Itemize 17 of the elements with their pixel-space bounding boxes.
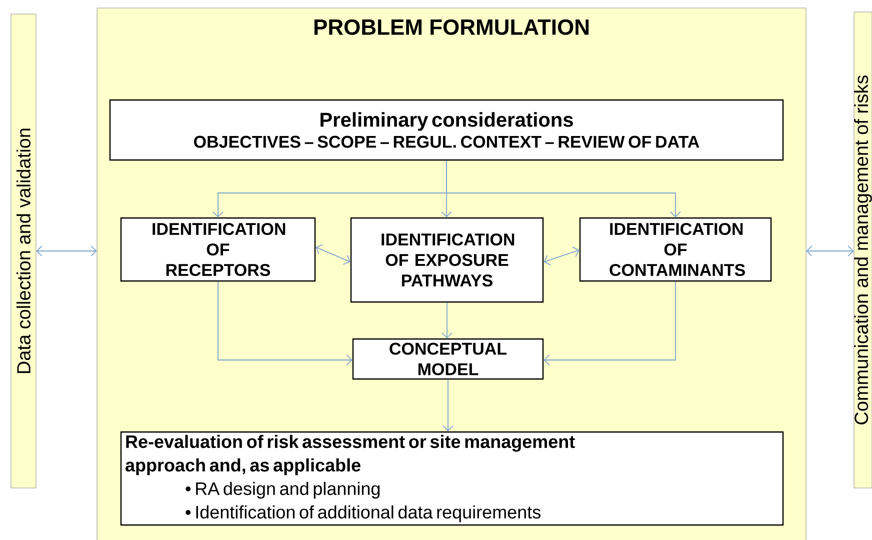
arrow xyxy=(544,281,676,366)
arrow xyxy=(544,246,580,266)
arrow xyxy=(446,160,681,218)
arrow xyxy=(36,246,97,256)
process-box: IDENTIFICATION OF RECEPTORS xyxy=(120,217,316,282)
arrow xyxy=(442,302,452,338)
process-box: Re-evaluation of risk assessment or site management approach and, as applicable • RA design and planning • Identification of additional data requirements xyxy=(120,431,784,526)
process-box: Preliminary considerations OBJECTIVES – SCOPE – REGUL. CONTEXT – REVIEW OF DATA xyxy=(109,99,784,161)
arrow xyxy=(806,246,854,256)
arrow xyxy=(218,281,352,366)
process-box: IDENTIFICATION OF CONTAMINANTS xyxy=(579,217,772,282)
side-band: Data collection and validation xyxy=(10,14,36,488)
side-band: Communication and management of risks xyxy=(854,12,872,488)
arrow xyxy=(442,379,454,432)
process-box: IDENTIFICATION OF EXPOSURE PATHWAYS xyxy=(350,217,544,303)
process-box: CONCEPTUAL MODEL xyxy=(352,338,544,380)
arrow xyxy=(316,244,350,265)
